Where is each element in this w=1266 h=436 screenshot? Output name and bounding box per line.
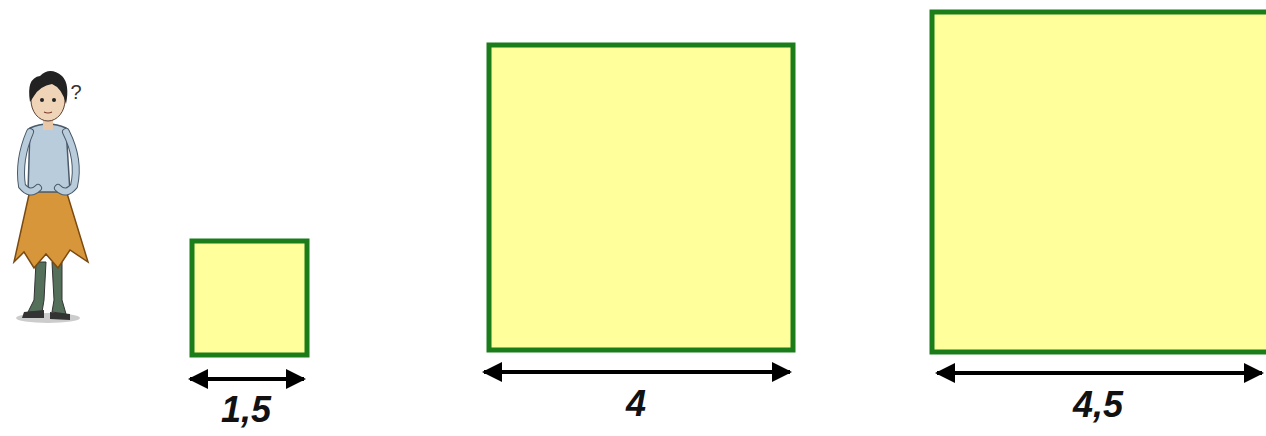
dimension-arrow (484, 370, 790, 374)
dimension-label: 1,5 (221, 392, 271, 428)
girl-figure (14, 71, 88, 323)
dimension-label: 4 (626, 386, 646, 422)
dimension-arrow (190, 377, 304, 381)
small-square (192, 241, 307, 355)
medium-square (489, 45, 793, 350)
large-square (932, 12, 1266, 352)
dimension-arrow (937, 371, 1262, 375)
question-mark: ? (70, 82, 81, 102)
dimension-label: 4,5 (1073, 387, 1123, 423)
